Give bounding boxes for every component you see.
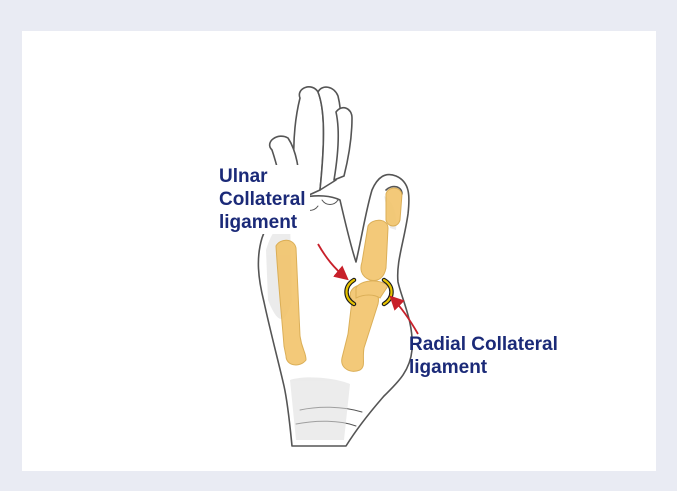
ulnar-label-line-3: ligament xyxy=(219,211,306,234)
thumb-distal-phalanx xyxy=(386,188,402,226)
radial-label-line-1: Radial Collateral xyxy=(409,333,558,356)
ulnar-label-line-2: Collateral xyxy=(219,188,306,211)
ulnar-label-line-1: Ulnar xyxy=(219,165,306,188)
radial-label-line-2: ligament xyxy=(409,356,558,379)
radial-collateral-ligament-label: Radial Collateral ligament xyxy=(409,333,558,379)
ulnar-collateral-ligament-label: Ulnar Collateral ligament xyxy=(219,165,310,234)
